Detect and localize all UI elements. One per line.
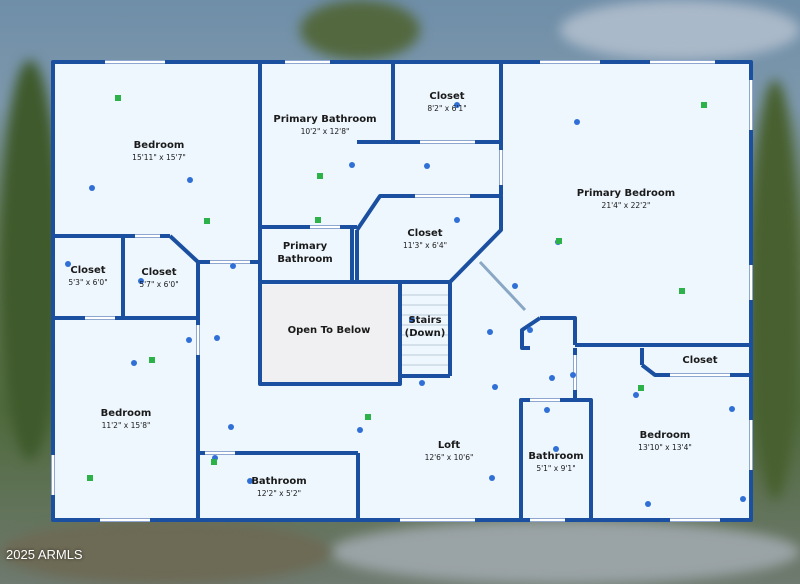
room-primary-bedroom: Primary Bedroom 21'4" x 22'2" <box>577 188 675 210</box>
room-dimensions: 11'2" x 15'8" <box>101 420 151 430</box>
room-name: Closet <box>407 228 443 239</box>
room-dimensions: 12'2" x 5'2" <box>256 488 302 498</box>
room-bedroom-3: Bedroom 13'10" x 13'4" <box>638 430 692 452</box>
room-name: Stairs (Down) <box>404 315 446 339</box>
room-dimensions: 5'1" x 9'1" <box>536 463 576 473</box>
room-dimensions: 12'6" x 10'6" <box>424 452 474 462</box>
room-open-to-below: Open To Below <box>288 325 371 338</box>
room-name: Primary Bedroom <box>576 188 676 199</box>
room-closet-top: Closet 8'2" x 6'1" <box>427 91 466 113</box>
room-name: Bathroom <box>251 476 307 487</box>
photo-markers <box>65 95 746 507</box>
room-name: Primary Bathroom <box>273 114 377 125</box>
room-dimensions: 8'2" x 6'1" <box>427 103 467 113</box>
room-dimensions: 13'10" x 13'4" <box>638 442 692 452</box>
door-openings <box>51 60 753 522</box>
stairs-treads <box>402 294 448 366</box>
room-bedroom-2: Bedroom 11'2" x 15'8" <box>101 408 152 430</box>
room-closet-right: Closet <box>682 355 717 368</box>
room-name: Closet <box>70 265 106 276</box>
room-bathroom-2: Bathroom 5'1" x 9'1" <box>528 451 583 473</box>
room-dimensions: 5'3" x 6'0" <box>68 277 108 287</box>
open-to-below-area <box>260 285 398 383</box>
room-stairs: Stairs (Down) <box>405 315 446 340</box>
room-name: Bathroom <box>528 451 584 462</box>
room-loft: Loft 12'6" x 10'6" <box>425 440 474 462</box>
room-name: Open To Below <box>287 325 371 336</box>
room-closet-left-2: Closet 5'7" x 6'0" <box>139 267 178 289</box>
room-name: Bedroom <box>100 408 152 419</box>
room-closet-middle: Closet 11'3" x 6'4" <box>403 228 447 250</box>
room-name: Primary Bathroom <box>277 241 333 265</box>
room-name: Bedroom <box>639 430 691 441</box>
room-dimensions: 21'4" x 22'2" <box>601 200 651 210</box>
room-name: Closet <box>682 355 718 366</box>
room-dimensions: 11'3" x 6'4" <box>402 240 448 250</box>
room-closet-left-1: Closet 5'3" x 6'0" <box>68 265 107 287</box>
room-name: Bedroom <box>133 140 185 151</box>
room-name: Loft <box>437 440 461 451</box>
room-dimensions: 5'7" x 6'0" <box>139 279 179 289</box>
door-swing <box>478 260 527 312</box>
room-dimensions: 15'11" x 15'7" <box>132 152 186 162</box>
room-dimensions: 10'2" x 12'8" <box>300 126 350 136</box>
room-bathroom-1: Bathroom 12'2" x 5'2" <box>251 476 306 498</box>
room-name: Closet <box>141 267 177 278</box>
copyright-text: 2025 ARMLS <box>6 547 83 562</box>
room-name: Closet <box>429 91 465 102</box>
room-primary-bathroom-small: Primary Bathroom <box>277 241 332 266</box>
room-bedroom-1: Bedroom 15'11" x 15'7" <box>132 140 186 162</box>
room-primary-bathroom: Primary Bathroom 10'2" x 12'8" <box>273 114 376 136</box>
